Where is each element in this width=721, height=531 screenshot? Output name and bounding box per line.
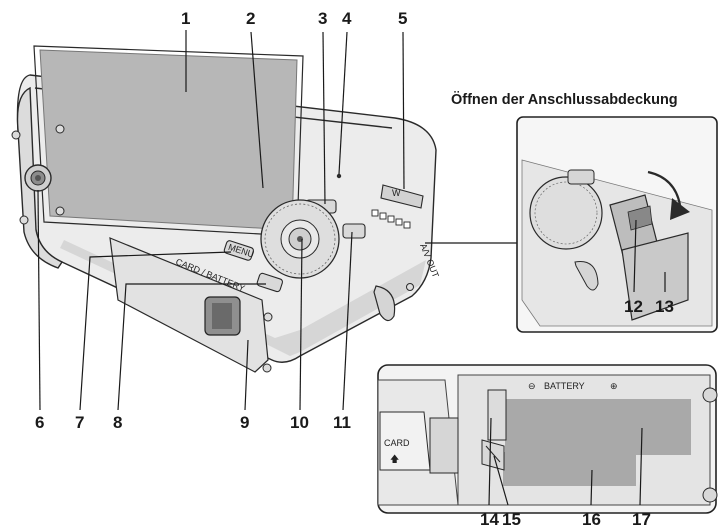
callout-numbers: 1 2 3 4 5 6 7 8 9 10 11 12 13 14 15 16 1… — [35, 9, 674, 529]
flash-lamp — [336, 173, 342, 179]
callout-17: 17 — [632, 510, 651, 529]
callout-7: 7 — [75, 413, 84, 432]
lcd-monitor — [39, 49, 298, 231]
svg-text:🡅: 🡅 — [390, 454, 399, 464]
battery-card-cover — [109, 237, 269, 373]
svg-text:CARD: CARD — [384, 438, 410, 448]
tripod-socket — [24, 164, 52, 192]
card-slot — [503, 452, 636, 486]
callout-13: 13 — [655, 297, 674, 316]
callout-9: 9 — [240, 413, 249, 432]
callout-1: 1 — [181, 9, 190, 28]
callout-11: 11 — [333, 413, 351, 432]
callout-leaders — [37, 30, 517, 411]
inset-title: Öffnen der Anschlussabdeckung — [451, 91, 678, 108]
zoom-control: W — [380, 184, 424, 209]
callout-2: 2 — [246, 9, 255, 28]
callout-14: 14 — [480, 510, 499, 529]
svg-text:⊖: ⊖ — [528, 381, 536, 391]
callout-5: 5 — [398, 9, 407, 28]
callout-15: 15 — [502, 510, 521, 529]
callout-16: 16 — [582, 510, 601, 529]
inset1-leaders — [633, 219, 666, 293]
callout-10: 10 — [290, 413, 309, 432]
callout-3: 3 — [318, 9, 327, 28]
callout-12: 12 — [624, 297, 643, 316]
delete-button — [256, 272, 284, 293]
callout-8: 8 — [113, 413, 122, 432]
svg-text:BATTERY: BATTERY — [544, 381, 585, 391]
strap-eyelet — [373, 285, 396, 322]
inset2-leaders — [488, 417, 643, 506]
battery-chamber-inset: BATTERY ⊖ ⊕ CARD 🡅 — [377, 364, 718, 514]
cover-lock — [204, 296, 241, 336]
svg-text:W: W — [392, 188, 401, 198]
svg-text:⊕: ⊕ — [610, 381, 618, 391]
menu-button: MENU — [223, 240, 255, 261]
callout-4: 4 — [342, 9, 352, 28]
battery-slot — [505, 399, 691, 455]
connector-cover-inset — [516, 116, 718, 333]
callout-6: 6 — [35, 413, 44, 432]
screw-heads — [11, 124, 414, 373]
indicator-dots — [371, 209, 411, 229]
rotary-multi-selector — [260, 199, 340, 279]
playback-button — [342, 223, 366, 239]
